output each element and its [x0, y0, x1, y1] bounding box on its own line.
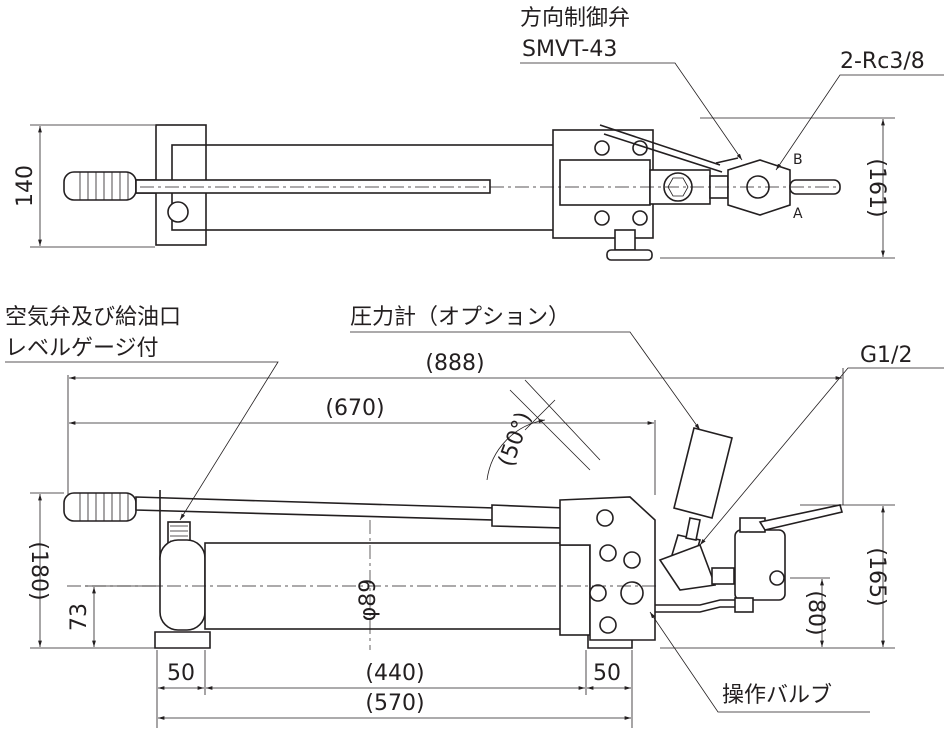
- handle-grip-top: [63, 171, 137, 201]
- valve-label: 方向制御弁: [520, 6, 630, 31]
- overall-length-dim: (888): [425, 351, 484, 376]
- right-base-dim: 50: [593, 661, 621, 686]
- operating-valve-label: 操作バルブ: [722, 683, 832, 708]
- pressure-gauge-side: [658, 427, 735, 591]
- operating-knob-top: [606, 249, 653, 261]
- base-length-dim: (570): [365, 691, 424, 716]
- cylinder-body-side: [204, 542, 564, 630]
- total-height-dim: (180): [26, 541, 51, 600]
- body-length-dim: (440): [365, 661, 424, 686]
- side-view: (50°) φ89 空気弁及び給油口 レベルゲージ付 圧力計（オプション） G1…: [5, 305, 944, 728]
- port-b-label: B: [793, 152, 803, 168]
- operating-valve-side: [734, 504, 843, 613]
- lever-angle-dim: (50°): [494, 409, 537, 470]
- air-valve-label-line1: 空気弁及び給油口: [5, 305, 181, 330]
- axis-height-dim: 73: [67, 603, 92, 631]
- outlet-height-dim: (165): [864, 547, 889, 606]
- lever-rod-side: [135, 496, 496, 521]
- top-view: 方向制御弁 SMVT-43 2-Rc3/8 B A 140 (161): [13, 6, 944, 261]
- port-label-side: G1/2: [860, 343, 912, 368]
- air-valve-cap-top: [167, 201, 189, 223]
- height-dim-140: 140: [13, 165, 38, 207]
- base-foot-left: [154, 631, 211, 649]
- diameter-dim: φ89: [356, 579, 381, 622]
- air-valve-label-line2: レベルゲージ付: [5, 336, 159, 361]
- cylinder-end-cap: [159, 539, 206, 631]
- port-label-top: 2-Rc3/8: [840, 49, 925, 74]
- port-a-label: A: [793, 206, 803, 222]
- handle-grip-side: [63, 492, 137, 522]
- height-dim-161: (161): [864, 158, 889, 217]
- port-height-dim: (80): [803, 590, 828, 635]
- gauge-label: 圧力計（オプション）: [350, 305, 570, 330]
- lever-length-dim: (670): [325, 396, 384, 421]
- valve-model: SMVT-43: [522, 37, 617, 62]
- left-base-dim: 50: [167, 661, 195, 686]
